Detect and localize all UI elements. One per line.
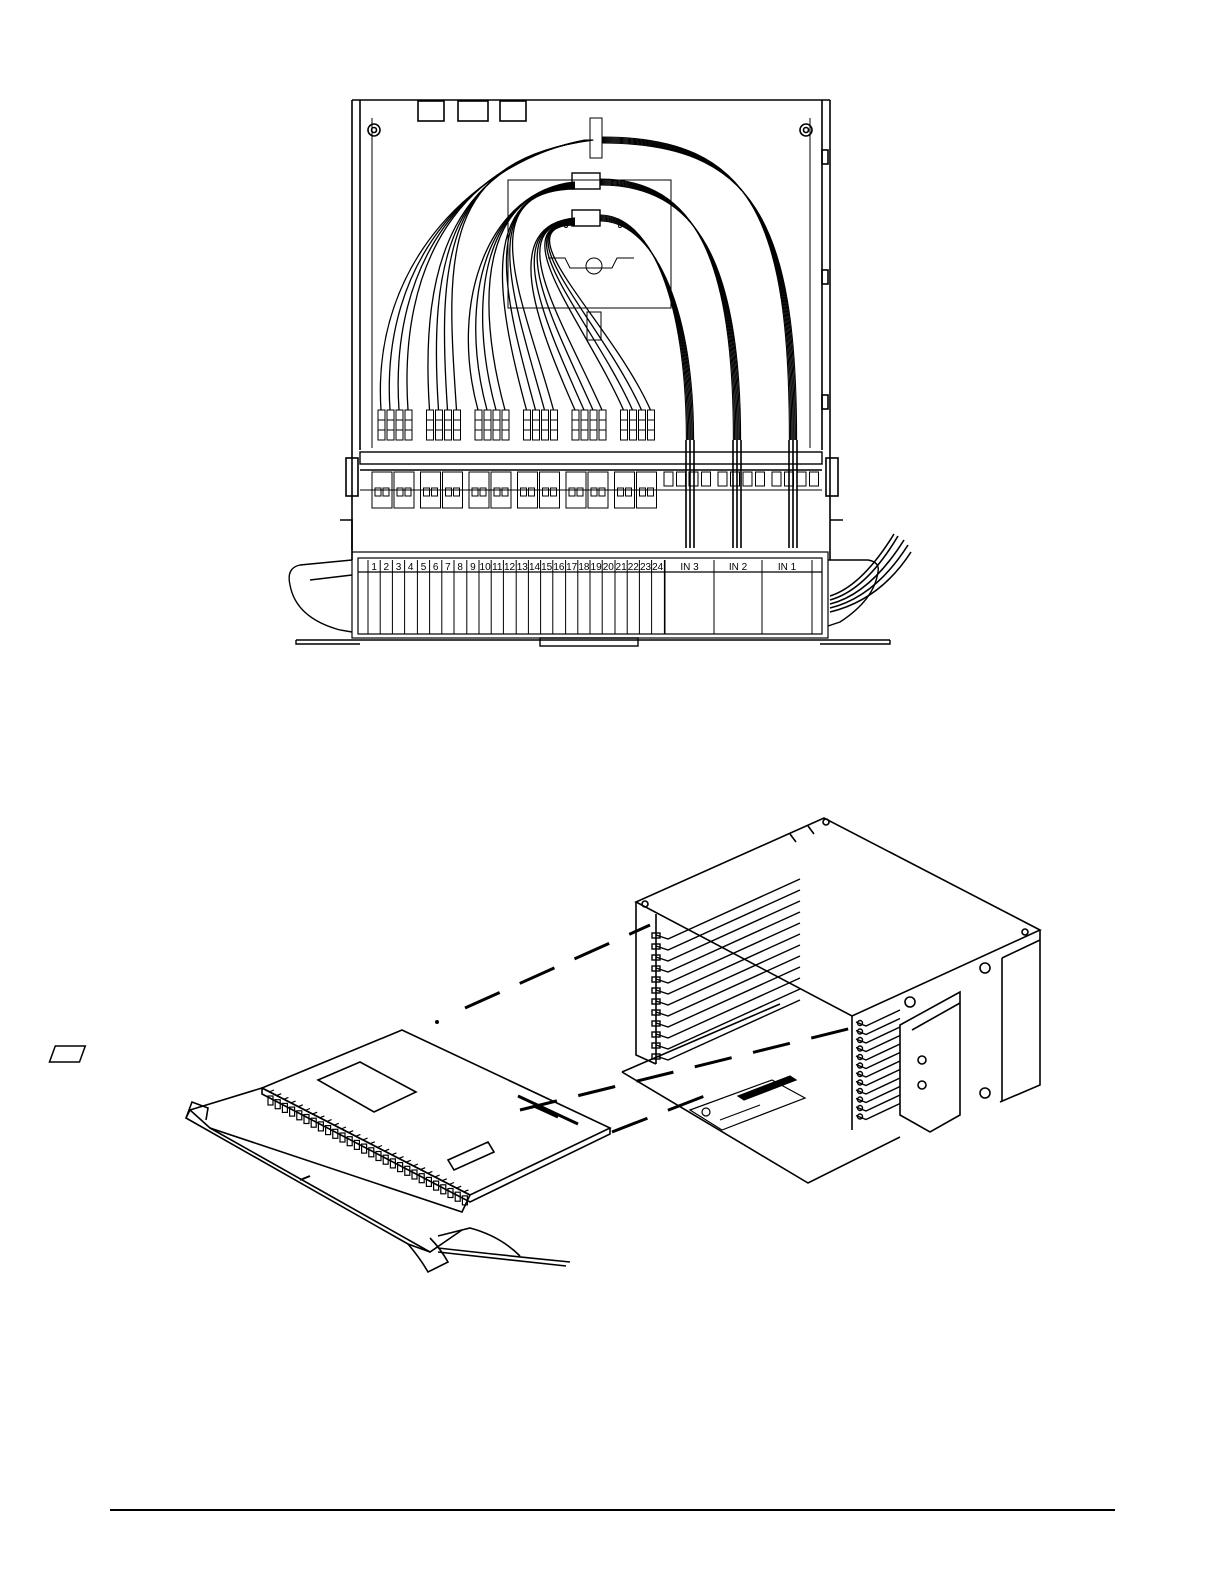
tray-connector-lead — [449, 1183, 454, 1185]
insertion-guides — [465, 925, 852, 1132]
tray-connector-lead — [399, 1157, 404, 1159]
drawer-slot-left — [656, 1000, 800, 1060]
tray-connector-lead — [391, 1153, 396, 1155]
tray-connector-lead — [327, 1120, 332, 1122]
tray-connector-lead — [312, 1112, 317, 1114]
guide-point — [435, 1020, 439, 1024]
tray-connector-lead — [363, 1138, 368, 1140]
tray-connector-lead — [435, 1175, 440, 1177]
drawer-slot-left — [656, 934, 800, 994]
chassis-insertion-diagram — [0, 0, 1225, 1500]
tray-fibre-exit — [438, 1248, 570, 1266]
drawer-slot-left — [656, 879, 800, 939]
tray-connector-lead — [413, 1164, 418, 1166]
tray-connector-lead — [456, 1186, 461, 1188]
footer-rule — [110, 1509, 1115, 1511]
drawer-slot-left — [656, 945, 800, 1005]
tray-connector-lead — [348, 1131, 353, 1133]
tray-connector-lead — [269, 1090, 274, 1092]
tray-connector-lead — [276, 1094, 281, 1096]
drawer-slot-left — [656, 890, 800, 950]
tray-connector-lead — [406, 1160, 411, 1162]
tray-connector-lead — [334, 1123, 339, 1125]
tray-connector-lead — [283, 1097, 288, 1099]
drawer-slot-left — [656, 923, 800, 983]
drawer-slot-left — [656, 956, 800, 1016]
tray-connector-lead — [341, 1127, 346, 1129]
tray-connector-lead — [377, 1146, 382, 1148]
drawer-slot-left — [656, 967, 800, 1027]
tray-connector-lead — [291, 1101, 296, 1103]
tray-connector-lead — [384, 1149, 389, 1151]
cassette-tray — [49, 1030, 610, 1272]
tray-connector-lead — [305, 1109, 310, 1111]
tray-connector-lead — [420, 1168, 425, 1170]
chassis — [622, 818, 1040, 1183]
drawer-slot-left — [656, 989, 800, 1049]
drawer-slot-left — [656, 901, 800, 961]
tray-connector-row — [268, 1090, 468, 1205]
tray-connector-lead — [319, 1116, 324, 1118]
tray-connector-lead — [442, 1179, 447, 1181]
chassis-label — [690, 1076, 805, 1130]
tray-connector-lead — [370, 1142, 375, 1144]
drawer-slot-left — [656, 912, 800, 972]
tray-connector-lead — [298, 1105, 303, 1107]
drawer-slot-left — [656, 978, 800, 1038]
tray-connector-lead — [355, 1134, 360, 1136]
tray-connector-lead — [463, 1190, 468, 1192]
tray-connector-lead — [427, 1171, 432, 1173]
